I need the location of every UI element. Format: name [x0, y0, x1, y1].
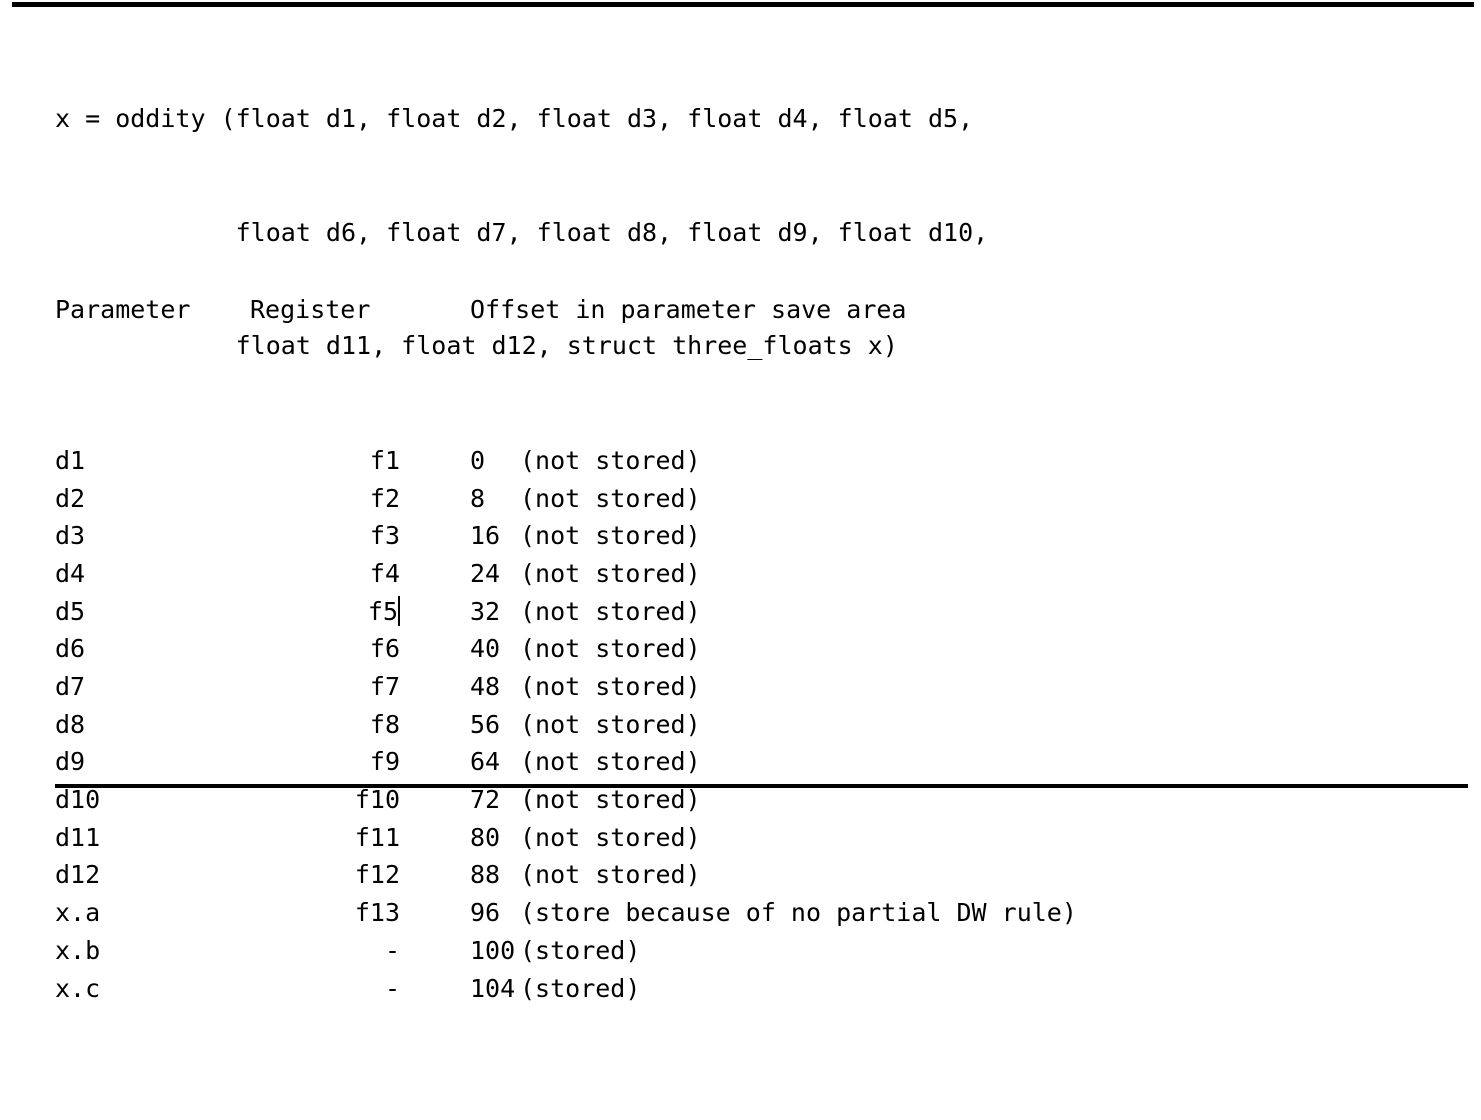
cell-note: (not stored)	[520, 672, 701, 702]
column-header-offset: Offset in parameter save area	[470, 295, 907, 325]
cell-offset: 96	[470, 898, 501, 928]
bottom-horizontal-rule	[55, 784, 1468, 788]
cell-register-text: f6	[369, 634, 400, 664]
column-header-register: Register	[250, 295, 371, 325]
cell-note: (store because of no partial DW rule)	[520, 898, 1077, 928]
cell-offset: 48	[470, 672, 501, 702]
cell-parameter: x.c	[55, 973, 101, 1003]
signature-line: x = oddity (float d1, float d2, float d3…	[55, 104, 974, 134]
cell-note: (not stored)	[520, 596, 701, 626]
cell-parameter: d2	[55, 483, 86, 513]
cell-register-text: f7	[369, 672, 400, 702]
cell-parameter: d6	[55, 634, 86, 664]
table-row: d9 f9 64 (not stored)	[0, 743, 1481, 781]
cell-parameter: x.b	[55, 935, 101, 965]
table-row: d8 f8 56 (not stored)	[0, 706, 1481, 744]
cell-register: f5	[250, 593, 400, 631]
cell-register: f6	[250, 630, 400, 668]
cell-parameter: d9	[55, 747, 86, 777]
table-row: x.a f13 96 (store because of no partial DW …	[0, 894, 1481, 932]
cell-register-text: f9	[369, 747, 400, 777]
cell-parameter: x.a	[55, 898, 101, 928]
document-page: x = oddity (float d1, float d2, float d3…	[12, 2, 1474, 1003]
cell-offset: 16	[470, 521, 501, 551]
cell-parameter: d3	[55, 521, 86, 551]
table-row: d3 f3 16 (not stored)	[0, 517, 1481, 555]
cell-register: -	[250, 970, 400, 1008]
cell-parameter: d11	[55, 822, 101, 852]
cell-register: -	[250, 932, 400, 970]
cell-register-text: f3	[369, 521, 400, 551]
cell-note: (not stored)	[520, 558, 701, 588]
cell-register-text: f4	[369, 558, 400, 588]
cell-register-text: -	[384, 935, 400, 965]
cell-offset: 0	[470, 445, 486, 475]
cell-register: f3	[250, 517, 400, 555]
cell-register: f8	[250, 706, 400, 744]
cell-offset: 40	[470, 634, 501, 664]
cell-offset: 80	[470, 822, 501, 852]
cell-note: (not stored)	[520, 521, 701, 551]
cell-note: (stored)	[520, 973, 641, 1003]
cell-register: f12	[250, 856, 400, 894]
cell-note: (not stored)	[520, 747, 701, 777]
cell-note: (not stored)	[520, 709, 701, 739]
cell-parameter: d8	[55, 709, 86, 739]
table-row: d2 f2 8 (not stored)	[0, 480, 1481, 518]
cell-note: (not stored)	[520, 634, 701, 664]
cell-register: f4	[250, 555, 400, 593]
table-row: x.b - 100(stored)	[0, 932, 1481, 970]
cell-register-text: f13	[354, 898, 400, 928]
cell-register: f11	[250, 819, 400, 857]
cell-offset: 24	[470, 558, 501, 588]
table-row: d12 f12 88 (not stored)	[0, 856, 1481, 894]
signature-line: float d11, float d12, struct three_float…	[55, 330, 898, 360]
table-row: d4 f4 24 (not stored)	[0, 555, 1481, 593]
cell-note: (not stored)	[520, 860, 701, 890]
cell-note: (not stored)	[520, 483, 701, 513]
cell-offset: 32	[470, 596, 501, 626]
cell-register: f1	[250, 442, 400, 480]
cell-register-text: f2	[369, 483, 400, 513]
cell-register-text: -	[384, 973, 400, 1003]
top-horizontal-rule	[12, 2, 1474, 7]
table-row: d6 f6 40 (not stored)	[0, 630, 1481, 668]
cell-note: (not stored)	[520, 822, 701, 852]
cell-register: f9	[250, 743, 400, 781]
table-row: d7 f7 48 (not stored)	[0, 668, 1481, 706]
cell-register-text: f12	[354, 860, 400, 890]
column-header-parameter: Parameter	[55, 295, 191, 325]
table-header-row: Parameter Register Offset in parameter s…	[0, 291, 1481, 329]
cell-offset: 56	[470, 709, 501, 739]
function-signature-block: x = oddity (float d1, float d2, float d3…	[55, 25, 1455, 440]
cell-register: f7	[250, 668, 400, 706]
cell-note: (not stored)	[520, 445, 701, 475]
text-cursor-caret	[398, 595, 400, 626]
cell-register: f13	[250, 894, 400, 932]
cell-register-text: f11	[354, 822, 400, 852]
table-row: d11 f11 80 (not stored)	[0, 819, 1481, 857]
table-row: d5 f5 32 (not stored)	[0, 593, 1481, 631]
cell-offset: 64	[470, 747, 501, 777]
cell-register-text: f1	[369, 445, 400, 475]
cell-parameter: d4	[55, 558, 86, 588]
cell-note: (stored)	[520, 935, 641, 965]
cell-parameter: d7	[55, 672, 86, 702]
cell-parameter: d1	[55, 445, 86, 475]
signature-line: float d6, float d7, float d8, float d9, …	[55, 217, 989, 247]
cell-offset: 104	[470, 973, 516, 1003]
cell-parameter: d5	[55, 596, 86, 626]
parameter-register-table: Parameter Register Offset in parameter s…	[0, 178, 1481, 1120]
table-row: x.c - 104(stored)	[0, 970, 1481, 1008]
cell-parameter: d12	[55, 860, 101, 890]
cell-register-text: f10	[354, 785, 400, 815]
cell-offset: 88	[470, 860, 501, 890]
cell-register-text: f5	[367, 596, 398, 626]
cell-register: f2	[250, 480, 400, 518]
table-row: d1 f1 0 (not stored)	[0, 442, 1481, 480]
cell-offset: 100	[470, 935, 516, 965]
cell-offset: 8	[470, 483, 486, 513]
cell-register-text: f8	[369, 709, 400, 739]
